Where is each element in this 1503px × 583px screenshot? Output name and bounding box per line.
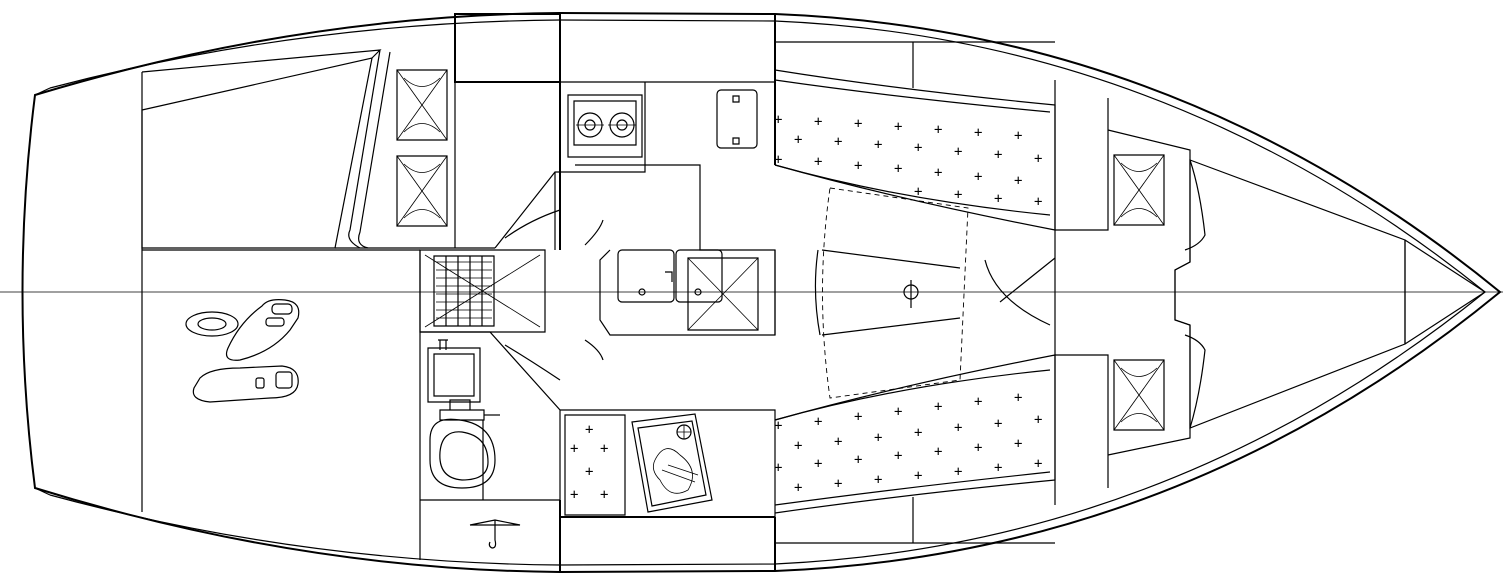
hatch-icon	[397, 156, 447, 226]
forward-cabin-berth	[1175, 160, 1405, 428]
svg-text:+: +	[794, 438, 802, 454]
top-compartments	[455, 14, 775, 250]
svg-text:+: +	[1034, 456, 1042, 472]
svg-text:+: +	[894, 161, 902, 177]
svg-text:+: +	[600, 487, 608, 503]
coat-hanger-icon	[470, 520, 520, 548]
svg-text:+: +	[794, 132, 802, 148]
stove-icon	[568, 95, 642, 157]
svg-text:+: +	[994, 416, 1002, 432]
hatch-icon	[1114, 360, 1164, 430]
svg-text:+: +	[854, 158, 862, 174]
chart-table-icon	[632, 414, 712, 512]
svg-text:+: +	[934, 165, 942, 181]
svg-text:+: +	[834, 476, 842, 492]
svg-text:+: +	[814, 456, 822, 472]
svg-text:+: +	[794, 480, 802, 496]
svg-text:+: +	[834, 134, 842, 150]
svg-text:+: +	[954, 420, 962, 436]
svg-text:+: +	[814, 114, 822, 130]
mast-step-icon	[904, 280, 918, 308]
svg-text:+: +	[994, 460, 1002, 476]
galley	[495, 82, 775, 335]
svg-text:+: +	[854, 452, 862, 468]
saloon-table	[815, 188, 968, 398]
svg-text:+: +	[854, 116, 862, 132]
svg-text:+: +	[974, 394, 982, 410]
navigation-station: + + + + + +	[560, 410, 775, 571]
saloon-settee-starboard: + + + + + + + + + + + + + + + + + + + + + + + + + + + +	[774, 390, 1042, 496]
svg-text:+: +	[1034, 412, 1042, 428]
hatch-icon	[397, 70, 447, 140]
svg-text:+: +	[1034, 151, 1042, 167]
svg-text:+: +	[894, 119, 902, 135]
aft-cabin	[142, 16, 495, 248]
svg-text:+: +	[774, 112, 782, 128]
svg-text:+: +	[994, 147, 1002, 163]
svg-text:+: +	[1014, 390, 1022, 406]
svg-text:+: +	[585, 464, 593, 480]
svg-text:+: +	[854, 409, 862, 425]
aft-cabin-berth	[142, 58, 372, 248]
svg-text:+: +	[834, 434, 842, 450]
svg-text:+: +	[894, 404, 902, 420]
saloon-settee-port: + + + + + + + + + + + + + + + + + + + + + + + + +	[774, 112, 1042, 210]
forward-cabin	[1055, 80, 1405, 505]
svg-text:+: +	[894, 448, 902, 464]
hatch-icon	[1114, 155, 1164, 225]
cockpit	[142, 72, 420, 560]
svg-text:+: +	[954, 464, 962, 480]
svg-text:+: +	[1014, 173, 1022, 189]
svg-text:+: +	[954, 144, 962, 160]
companionway-steps	[420, 250, 545, 332]
svg-text:+: +	[874, 430, 882, 446]
svg-text:+: +	[814, 414, 822, 430]
fridge-lid-icon	[717, 90, 757, 148]
hull	[0, 13, 1503, 572]
svg-text:+: +	[570, 487, 578, 503]
svg-text:+: +	[994, 191, 1002, 207]
head-compartment	[420, 332, 603, 572]
saloon: +++ ++++ +++ ++++ +++ ++++ ++++ +++ ++++…	[774, 42, 1055, 543]
svg-text:+: +	[914, 140, 922, 156]
svg-text:+: +	[954, 187, 962, 203]
toilet-icon	[430, 400, 500, 500]
svg-text:+: +	[874, 137, 882, 153]
wash-basin-icon	[428, 340, 480, 402]
svg-text:+: +	[914, 425, 922, 441]
svg-text:+: +	[1014, 436, 1022, 452]
svg-text:+: +	[774, 460, 782, 476]
svg-text:+: +	[974, 440, 982, 456]
svg-text:+: +	[914, 184, 922, 200]
svg-text:+: +	[1034, 194, 1042, 210]
svg-text:+: +	[600, 441, 608, 457]
svg-text:+: +	[934, 399, 942, 415]
svg-text:+: +	[814, 154, 822, 170]
svg-text:+: +	[974, 169, 982, 185]
sink-icon	[618, 250, 758, 330]
svg-text:+: +	[570, 441, 578, 457]
fenders-icon	[186, 300, 299, 402]
svg-text:+: +	[974, 125, 982, 141]
svg-text:+: +	[934, 122, 942, 138]
svg-text:+: +	[1014, 128, 1022, 144]
svg-text:+: +	[874, 472, 882, 488]
svg-text:+: +	[585, 422, 593, 438]
svg-text:+: +	[934, 444, 942, 460]
svg-text:+: +	[914, 468, 922, 484]
svg-text:+: +	[774, 152, 782, 168]
svg-text:+: +	[774, 418, 782, 434]
